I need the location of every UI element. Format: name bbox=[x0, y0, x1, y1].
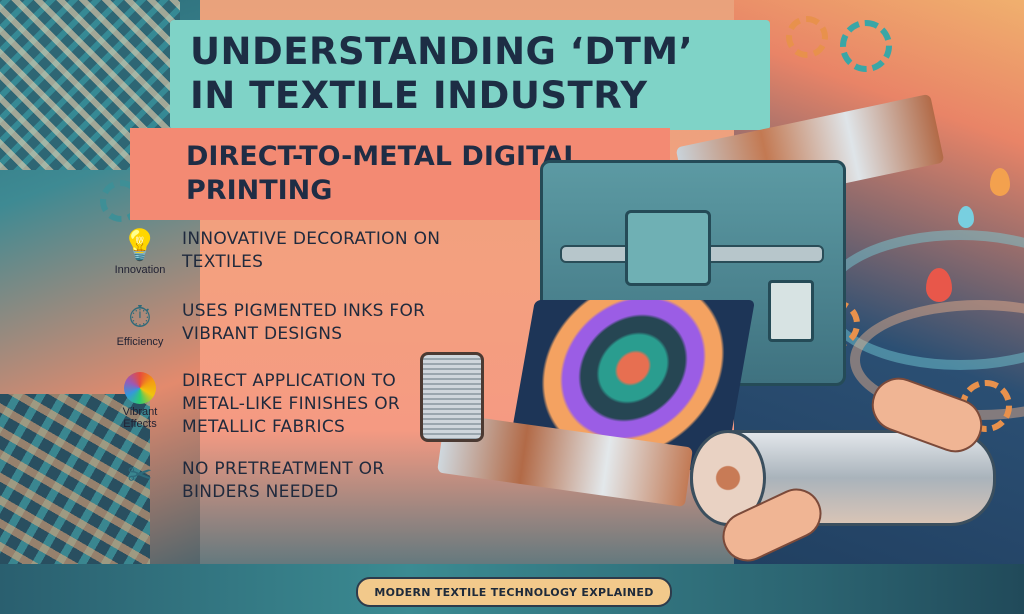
footer-banner: MODERN TEXTILE TECHNOLOGY EXPLAINED bbox=[356, 577, 672, 607]
feature-icon-label: Vibrant Effects bbox=[122, 406, 158, 430]
stopwatch-icon: ⏱ Efficiency bbox=[110, 300, 170, 348]
printer-head bbox=[625, 210, 711, 286]
footer-text: MODERN TEXTILE TECHNOLOGY EXPLAINED bbox=[374, 585, 654, 599]
ink-drop-icon bbox=[958, 206, 974, 228]
feature-icon-label: Efficiency bbox=[116, 336, 164, 348]
title-band bbox=[170, 20, 770, 130]
tools-icon: ✂ bbox=[127, 459, 153, 492]
lightbulb-icon: 💡 Innovation bbox=[110, 228, 170, 276]
ink-drop-icon bbox=[926, 268, 952, 302]
thread-spool-icon bbox=[420, 352, 484, 442]
page-title: UNDERSTANDING ‘DTM’ IN TEXTILE INDUSTRY bbox=[190, 30, 694, 117]
woven-ribbon-illustration bbox=[0, 394, 150, 574]
subtitle: DIRECT-TO-METAL DIGITAL PRINTING bbox=[186, 141, 581, 206]
gear-icon bbox=[840, 20, 892, 72]
ink-drop-icon bbox=[990, 168, 1010, 196]
color-wheel-icon: Vibrant Effects bbox=[110, 370, 170, 430]
feature-text: USES PIGMENTED INKS FOR VIBRANT DESIGNS bbox=[182, 301, 426, 344]
feature-text: INNOVATIVE DECORATION ON TEXTILES bbox=[182, 229, 441, 272]
feature-text: NO PRETREATMENT OR BINDERS NEEDED bbox=[182, 459, 385, 502]
gear-icon bbox=[786, 16, 828, 58]
printer-control-panel bbox=[768, 280, 814, 342]
feature-icon-label: Innovation bbox=[114, 264, 166, 276]
feature-text: DIRECT APPLICATION TO METAL-LIKE FINISHE… bbox=[182, 371, 401, 437]
